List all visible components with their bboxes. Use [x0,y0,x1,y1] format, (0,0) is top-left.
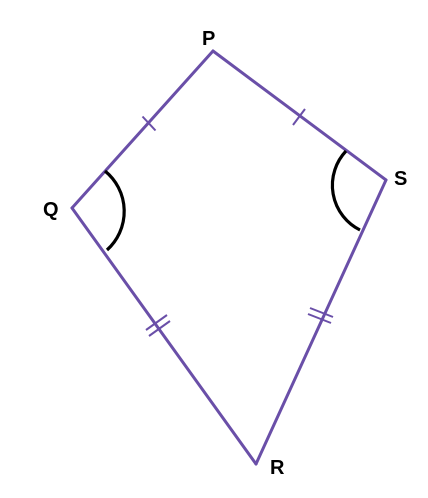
angle-arc-s [330,149,361,232]
double-tick-mark-qr-1 [145,314,168,331]
angle-arc-q [103,169,126,252]
vertex-label-p: P [202,28,215,50]
double-tick-mark-sr-1 [309,307,334,318]
double-tick-mark-sr-2 [307,313,332,324]
vertex-label-r: R [270,457,285,479]
double-tick-mark-qr-2 [148,320,171,337]
tick-mark-ps [292,108,306,126]
side-sr [254,178,388,466]
tick-mark-pq [141,115,157,132]
vertex-label-s: S [394,168,407,190]
side-pq [70,49,215,210]
vertex-label-q: Q [43,199,59,221]
side-qr [70,206,258,466]
